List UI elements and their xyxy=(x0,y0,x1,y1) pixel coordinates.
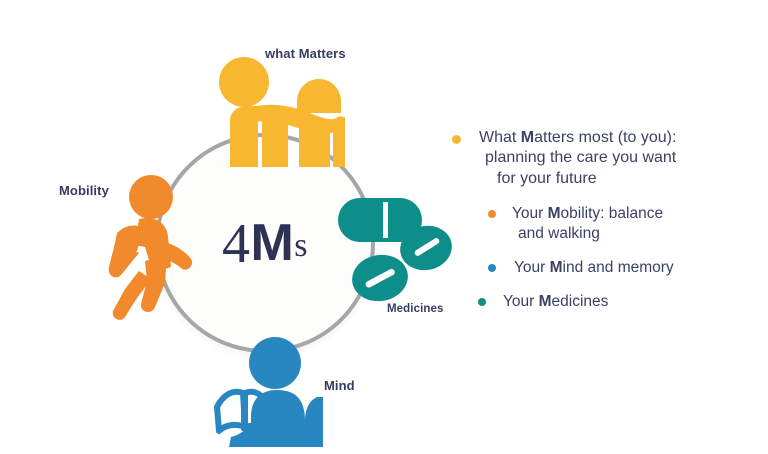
node-label-mind: Mind xyxy=(324,378,355,393)
walking-person-icon xyxy=(108,175,193,320)
bullet-dot-mind xyxy=(488,264,496,273)
bullet-text-medicines: Your Medicines xyxy=(503,292,609,310)
medicines-node[interactable] xyxy=(338,198,458,303)
person-reading-book-icon xyxy=(214,337,323,447)
two-people-embrace-icon xyxy=(219,57,345,167)
node-label-matters: what Matters xyxy=(265,46,346,61)
bullet-dot-mobility xyxy=(488,210,496,219)
bullet-text-what-matters: What Matters most (to you):planning the … xyxy=(479,129,677,187)
bullet-dot-medicines xyxy=(478,297,486,306)
bullet-text-mind: Your Mind and memory xyxy=(514,259,674,277)
node-label-medicines: Medicines xyxy=(387,303,444,315)
pills-capsule-icon xyxy=(338,198,452,302)
mobility-node[interactable] xyxy=(95,175,195,320)
node-label-mobility: Mobility xyxy=(59,183,109,198)
bullet-dot-what-matters xyxy=(452,135,461,144)
what-matters-node[interactable] xyxy=(200,55,345,167)
bullet-item-what-matters[interactable]: What Matters most (to you):planning the … xyxy=(452,128,752,189)
bullet-item-mind[interactable]: Your Mind and memory xyxy=(488,258,752,278)
mind-node[interactable] xyxy=(205,335,330,447)
4ms-bullet-list: What Matters most (to you):planning the … xyxy=(452,128,752,312)
bullet-item-medicines[interactable]: Your Medicines xyxy=(478,292,752,312)
